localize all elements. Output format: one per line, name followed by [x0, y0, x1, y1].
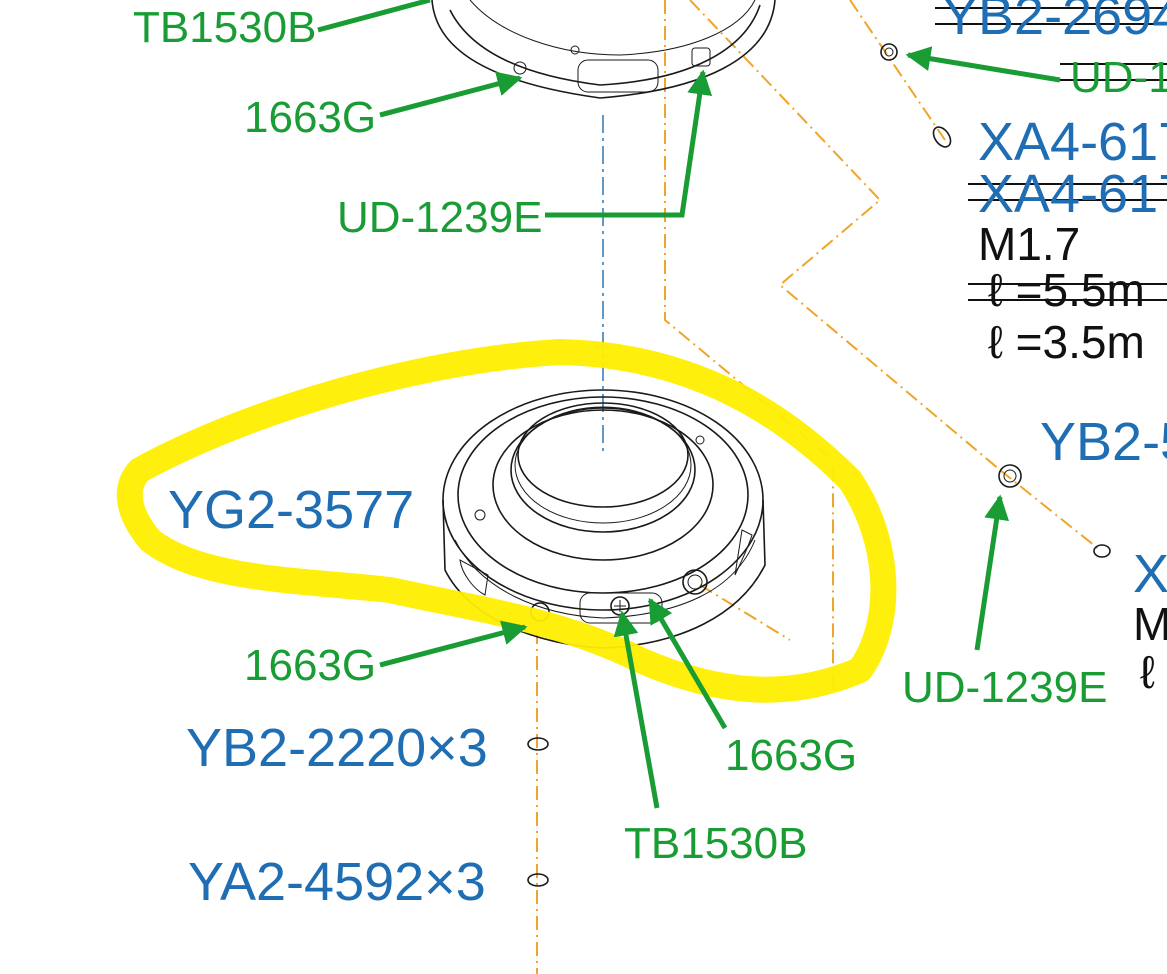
label-m-right: M: [1133, 598, 1167, 650]
label-ya2-4592: YA2-4592×3: [188, 852, 486, 912]
label-yb2-5: YB2-5: [1040, 412, 1167, 472]
labels: TB1530B 1663G UD-1239E YB2-2694 UD-1 XA4…: [133, 0, 1167, 912]
label-1663g-top: 1663G: [244, 93, 376, 142]
label-ud1239e-top: UD-1239E: [337, 193, 542, 242]
label-1663g-bottom: 1663G: [725, 731, 857, 780]
label-tb1530b-bottom: TB1530B: [624, 819, 807, 868]
top-ring-assembly: [431, 0, 776, 99]
label-length-3-5: ℓ =3.5m: [988, 316, 1145, 368]
label-1663g-left: 1663G: [244, 641, 376, 690]
callout-arrows: [317, 0, 1061, 809]
label-l-right: ℓ: [1140, 646, 1155, 698]
label-ud1239e-bottom: UD-1239E: [902, 663, 1107, 712]
label-xa4-617-a: XA4-617: [978, 112, 1167, 172]
label-yb2-2220: YB2-2220×3: [186, 718, 488, 778]
yellow-highlight-outline: [116, 339, 897, 703]
label-ud1-right: UD-1: [1070, 53, 1167, 102]
label-tb1530b-top: TB1530B: [133, 3, 316, 52]
label-yb2-2694: YB2-2694: [942, 0, 1167, 46]
label-yg2-3577: YG2-3577: [168, 480, 414, 540]
label-x-right: X: [1133, 544, 1167, 604]
strikethrough-lines: [935, 7, 1167, 301]
label-length-5-5: ℓ =5.5m: [988, 264, 1145, 316]
label-xa4-617-b: XA4-617: [978, 164, 1167, 224]
label-m17: M1.7: [978, 218, 1080, 270]
small-screws: [527, 43, 1111, 887]
